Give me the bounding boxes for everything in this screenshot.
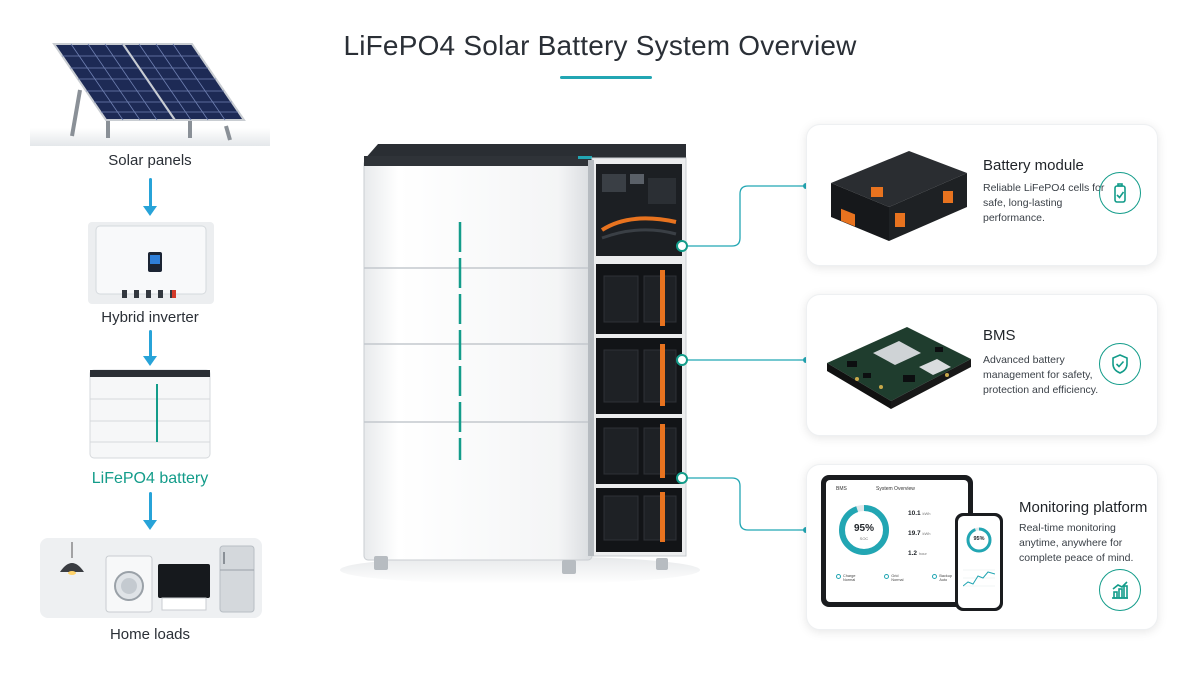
- hybrid-inverter-image: [88, 222, 214, 304]
- home-loads-image: [40, 538, 262, 618]
- connector-lines: [676, 183, 809, 533]
- card-title: BMS: [983, 327, 1016, 344]
- card-description: Advanced battery management for safety, …: [983, 354, 1099, 396]
- stat-3-unit: hour: [918, 551, 927, 556]
- flow-label-inverter: Hybrid inverter: [101, 309, 199, 326]
- status-grid-label: Grid: [891, 574, 899, 578]
- soc-gauge: [839, 505, 889, 555]
- card-description: Real-time monitoring anytime, anywhere f…: [1019, 522, 1134, 564]
- battery-module-image: [831, 151, 967, 241]
- soc-sub: SOC: [859, 536, 869, 541]
- status-grid-sub: Normal: [891, 578, 904, 582]
- status-charge-label: Charge: [843, 574, 856, 578]
- stat-1-unit: kWh: [922, 511, 931, 516]
- flow-arrow-3: [143, 492, 157, 534]
- flow-arrow-2: [143, 330, 157, 370]
- tablet-mockup: BMS System Overview 95% SOC 10.1 kWh 19.…: [821, 475, 973, 607]
- battery-cabinet-image: [340, 144, 700, 584]
- bms-board-image: [827, 327, 971, 409]
- tablet-brand: BMS: [836, 486, 847, 492]
- bar-chart-icon: [1099, 569, 1141, 611]
- status-backup-label: Backup: [939, 574, 952, 578]
- flow-label-solar: Solar panels: [108, 152, 192, 169]
- battery-check-icon: [1099, 172, 1141, 214]
- card-bms: BMS Advanced battery management for safe…: [806, 294, 1158, 436]
- stat-3-value: 1.2: [908, 550, 918, 557]
- phone-soc-gauge: [966, 527, 992, 553]
- status-charge-sub: Normal: [843, 578, 856, 582]
- card-battery-module: Battery module Reliable LiFePO4 cells fo…: [806, 124, 1158, 266]
- soc-value: 95%: [853, 523, 874, 534]
- stat-2-value: 19.7: [908, 530, 921, 537]
- page-title: LiFePO4 Solar Battery System Overview: [343, 30, 857, 61]
- stat-2-unit: kWh: [922, 531, 931, 536]
- card-title: Battery module: [983, 157, 1084, 174]
- lifepo4-battery-image: [89, 369, 211, 459]
- card-description: Reliable LiFePO4 cells for safe, long-la…: [983, 182, 1105, 224]
- solar-panel-image: [30, 43, 270, 146]
- flow-arrow-1: [143, 178, 157, 218]
- phone-soc-value: 95%: [973, 536, 985, 542]
- phone-usage-chart: [963, 569, 995, 587]
- card-monitoring-platform: BMS System Overview 95% SOC 10.1 kWh 19.…: [806, 464, 1158, 630]
- tablet-screen-title: System Overview: [876, 486, 915, 492]
- status-backup-sub: Auto: [939, 578, 948, 582]
- flow-label-home-loads: Home loads: [109, 626, 191, 643]
- shield-check-icon: [1099, 343, 1141, 385]
- title-underline: [560, 76, 652, 79]
- phone-mockup: 95%: [955, 513, 1003, 611]
- card-title: Monitoring platform: [1019, 499, 1148, 516]
- stat-1-value: 10.1: [908, 510, 921, 517]
- flow-label-battery: LiFePO4 battery: [91, 470, 209, 487]
